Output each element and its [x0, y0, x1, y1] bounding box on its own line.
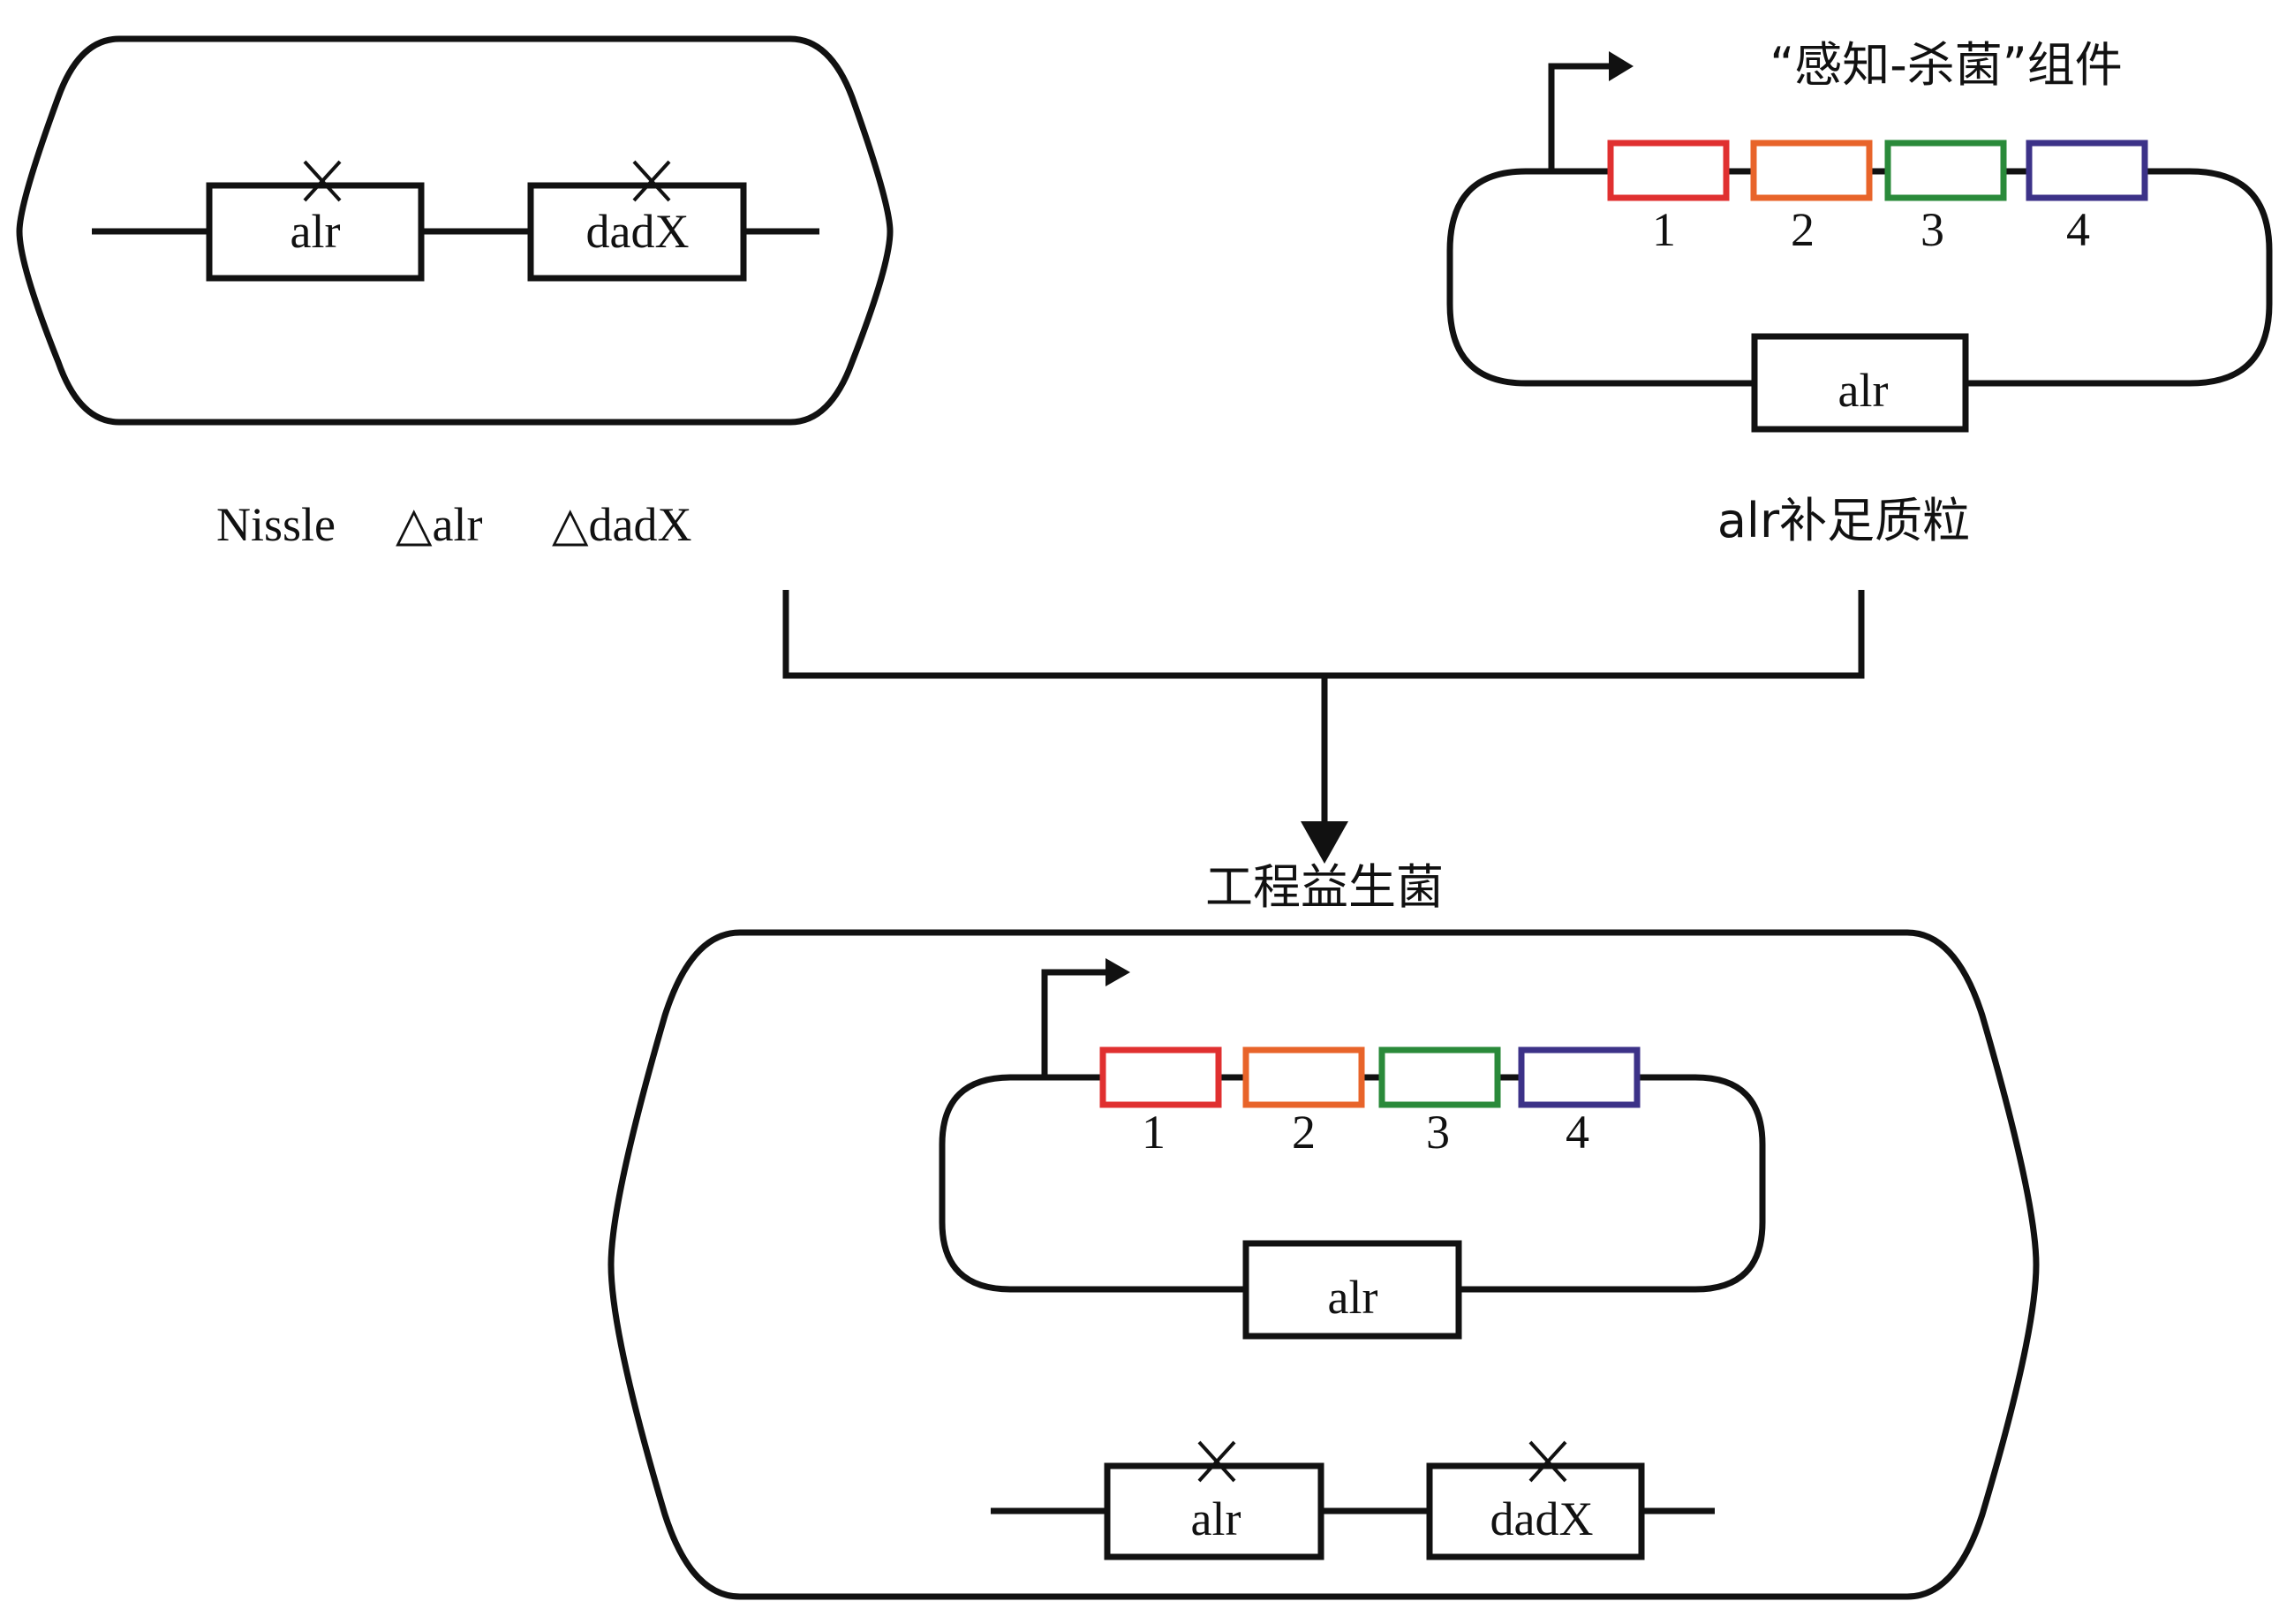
- plasmid-backbone: [939, 1074, 1766, 1293]
- module-number: 2: [1292, 1106, 1316, 1159]
- module-number: 2: [1791, 203, 1815, 256]
- module-box-1: [1607, 140, 1730, 201]
- knockout-x-icon: [632, 160, 671, 202]
- knockout-x-icon: [1528, 1440, 1567, 1483]
- deletion-dadX: △dadX: [552, 498, 692, 551]
- module-number: 4: [1566, 1106, 1589, 1159]
- complementation-plasmid: “感知-杀菌”组件 1 2 3 4 alr alr补足质粒: [1446, 37, 2273, 548]
- module-box-3: [1378, 1046, 1501, 1108]
- gene-label: alr: [1191, 1492, 1241, 1545]
- gene-box-alr: [206, 182, 425, 282]
- knockout-x-icon: [1197, 1440, 1236, 1483]
- gene-label: alr: [1328, 1271, 1378, 1324]
- module-box-1: [1099, 1046, 1222, 1108]
- combine-connector: [782, 590, 1865, 864]
- cell-outline: [607, 929, 2040, 1600]
- nissle-strain-cell: alr dadX: [16, 35, 894, 426]
- down-arrow-icon: [1301, 821, 1348, 864]
- module-number: 1: [1142, 1106, 1166, 1159]
- deletion-alr: △alr: [396, 498, 482, 551]
- module-box-2: [1750, 140, 1873, 201]
- plasmid-label: alr补足质粒: [1717, 493, 1970, 548]
- module-title: “感知-杀菌”组件: [1770, 37, 2122, 93]
- gene-box-alr: [1751, 333, 1969, 433]
- cell-outline: [16, 35, 894, 426]
- module-box-3: [1884, 140, 2007, 201]
- strain-name: Nissle: [216, 498, 336, 551]
- promoter-arrow-icon: [1548, 51, 1634, 171]
- strain-label: Nissle △alr △dadX: [216, 498, 692, 551]
- module-box-4: [2026, 140, 2148, 201]
- module-number: 1: [1652, 203, 1676, 256]
- promoter-arrow-icon: [1041, 958, 1130, 1077]
- engineered-title: 工程益生菌: [1205, 859, 1444, 915]
- gene-label: dadX: [586, 205, 690, 258]
- knockout-x-icon: [303, 160, 342, 202]
- gene-box-alr: [1104, 1462, 1324, 1560]
- module-number: 3: [1920, 203, 1944, 256]
- module-box-4: [1518, 1046, 1641, 1108]
- engineered-probiotic-cell: 1 2 3 4 alr alr dadX: [607, 929, 2040, 1600]
- module-number: 4: [2066, 203, 2090, 256]
- gene-label: dadX: [1490, 1492, 1594, 1545]
- module-number: 3: [1426, 1106, 1450, 1159]
- gene-box-dadX: [1426, 1462, 1645, 1560]
- gene-label: alr: [1838, 364, 1889, 417]
- gene-box-alr: [1242, 1240, 1462, 1340]
- gene-box-dadX: [527, 182, 747, 282]
- plasmid-backbone: [1446, 168, 2273, 387]
- module-box-2: [1242, 1046, 1365, 1108]
- gene-label: alr: [291, 205, 341, 258]
